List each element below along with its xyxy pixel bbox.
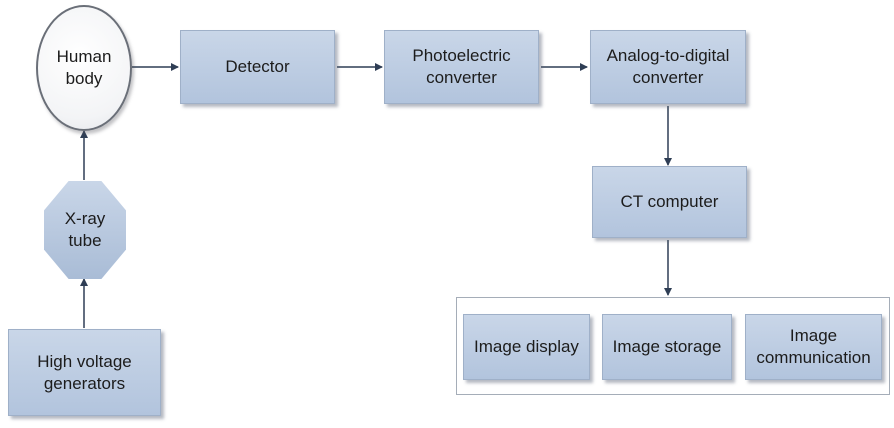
photoelectric-converter-node: Photoelectric converter	[384, 30, 539, 104]
image-display-label: Image display	[474, 337, 579, 356]
detector-node: Detector	[180, 30, 335, 104]
image-storage-node: Image storage	[602, 314, 732, 380]
image-communication-label: Image communication	[756, 326, 871, 367]
image-display-node: Image display	[463, 314, 590, 380]
xray-tube-label: X-ray tube	[64, 209, 106, 250]
adc-node: Analog-to-digital converter	[590, 30, 746, 104]
adc-label: Analog-to-digital converter	[606, 46, 730, 87]
xray-tube-node: X-ray tube	[44, 181, 126, 279]
ct-computer-node: CT computer	[592, 166, 747, 238]
human-body-node: Human body	[36, 5, 132, 131]
human-body-label: Human body	[56, 47, 112, 88]
hv-generators-node: High voltage generators	[8, 329, 161, 416]
hv-generators-label: High voltage generators	[37, 351, 132, 393]
image-communication-node: Image communication	[745, 314, 882, 380]
detector-label: Detector	[225, 57, 290, 76]
photoelectric-converter-label: Photoelectric converter	[412, 46, 511, 87]
image-storage-label: Image storage	[612, 337, 722, 356]
ct-computer-label: CT computer	[620, 192, 719, 211]
